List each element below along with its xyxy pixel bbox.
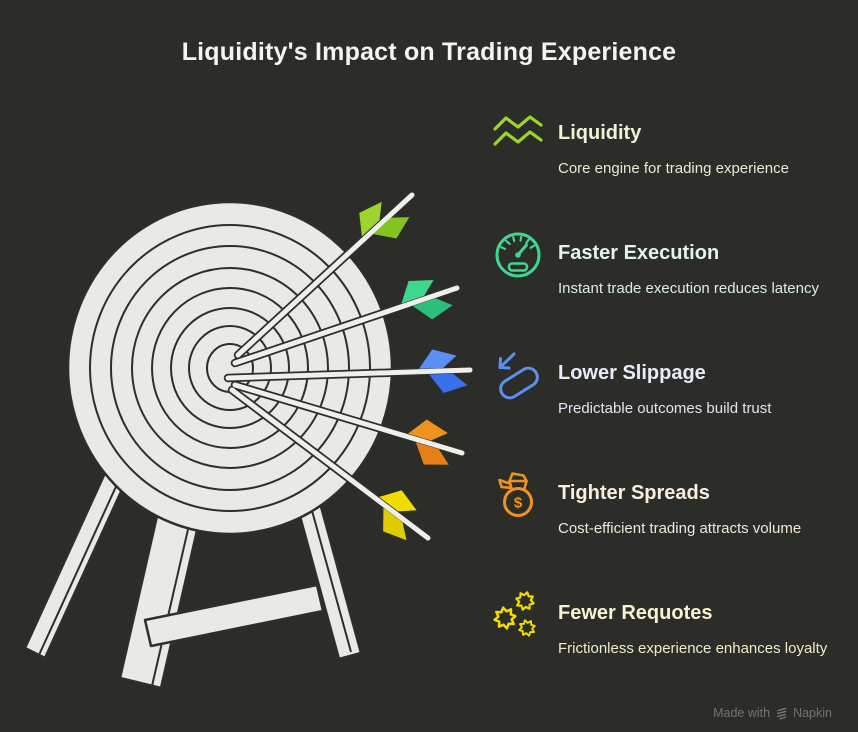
item-subtitle: Cost-efficient trading attracts volume [558, 520, 802, 537]
item-title: Faster Execution [558, 242, 720, 264]
easel-legs [23, 468, 363, 690]
credit-text: Made with [713, 706, 771, 720]
item-subtitle: Predictable outcomes build trust [558, 400, 772, 417]
dartboard-illustration [23, 190, 475, 690]
svg-text:$: $ [514, 495, 523, 512]
item-title: Liquidity [558, 122, 642, 144]
list-item-tighter-spreads: $ Tighter Spreads Cost-efficient trading… [492, 468, 847, 539]
item-subtitle: Core engine for trading experience [558, 160, 789, 177]
page-title: Liquidity's Impact on Trading Experience [181, 38, 677, 66]
list-item-lower-slippage: Lower Slippage Predictable outcomes buil… [492, 348, 847, 419]
speedometer-icon [492, 228, 544, 280]
item-title: Lower Slippage [558, 362, 706, 384]
item-subtitle: Instant trade execution reduces latency [558, 280, 819, 297]
target-board [66, 200, 394, 536]
credit-brand: Napkin [793, 706, 832, 720]
item-subtitle: Frictionless experience enhances loyalty [558, 640, 828, 657]
list-item-faster-execution: Faster Execution Instant trade execution… [492, 228, 847, 299]
arrow-fletching-5 [379, 490, 417, 541]
arrow-fletching-2 [401, 279, 453, 320]
list-item-fewer-requotes: Fewer Requotes Frictionless experience e… [492, 588, 847, 659]
arrows [223, 190, 475, 543]
napkin-logo-icon [775, 707, 788, 720]
arrow-fletching-1 [359, 201, 410, 239]
napkin-credit-badge[interactable]: Made with Napkin [713, 706, 832, 720]
waves-icon [492, 108, 544, 160]
item-title: Fewer Requotes [558, 602, 713, 624]
arrow-fletching-3 [418, 349, 468, 394]
gears-icon [492, 588, 544, 640]
slippage-arrow-icon [492, 348, 544, 400]
list-item-liquidity: Liquidity Core engine for trading experi… [492, 108, 847, 179]
money-bag-icon: $ [492, 468, 544, 520]
arrow-fletching-4 [407, 419, 449, 465]
item-title: Tighter Spreads [558, 482, 710, 504]
